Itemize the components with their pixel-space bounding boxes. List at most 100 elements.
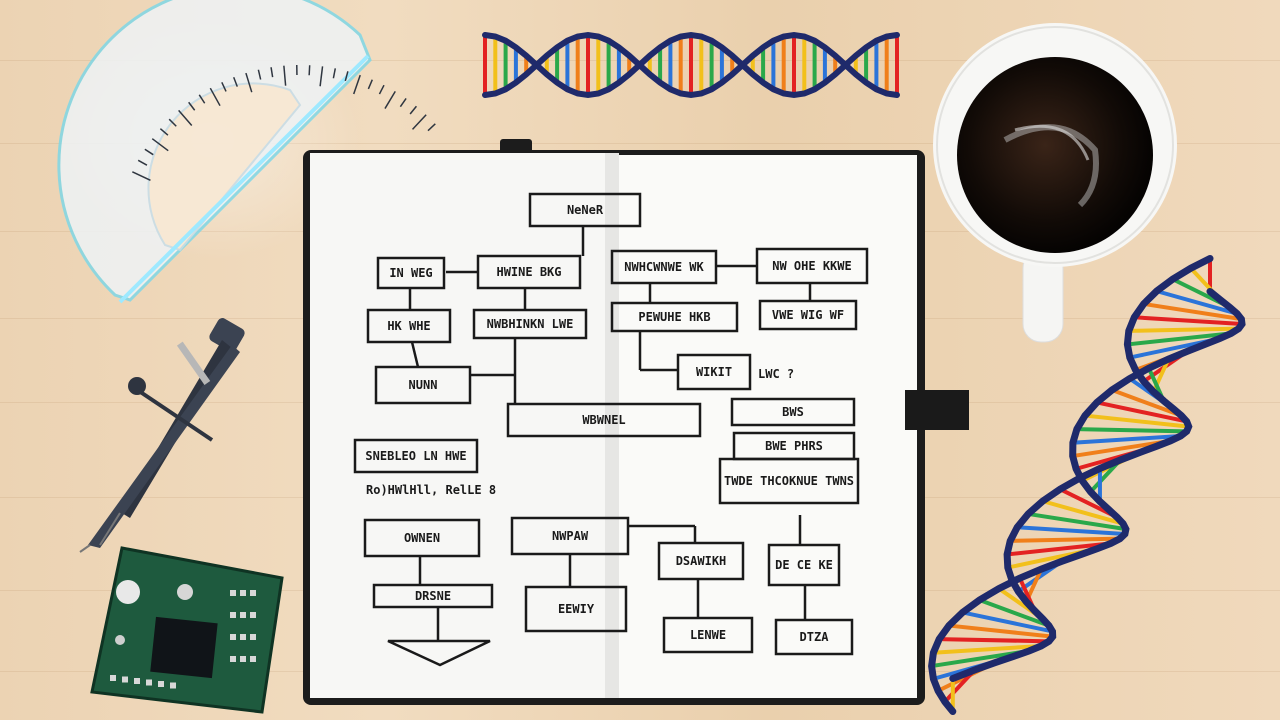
- protractor-tick: [332, 68, 337, 79]
- flowchart-box: PEWUHE HKB: [610, 301, 739, 333]
- base-pair: [1010, 536, 1120, 543]
- flowchart-terminator: [387, 639, 491, 667]
- circuit-board: [90, 546, 284, 714]
- pcb-pad: [250, 656, 256, 662]
- flowchart-label: NW OHE KKWE: [772, 259, 851, 273]
- helix-backbone: [482, 31, 900, 99]
- protractor-tick: [399, 98, 407, 108]
- pcb-pad: [122, 676, 128, 683]
- flowchart-label: DSAWIKH: [676, 554, 727, 568]
- protractor: [57, 0, 436, 304]
- flowchart-label: LENWE: [690, 628, 726, 642]
- flowchart-box: WBWNEL: [506, 402, 702, 438]
- helix-backbone: [949, 255, 1214, 682]
- base-pair: [1084, 413, 1189, 429]
- base-pair: [1006, 541, 1112, 557]
- flowchart-label: NeNeR: [567, 203, 604, 217]
- protractor-tick: [168, 118, 177, 127]
- helix-backbone: [482, 31, 900, 99]
- base-pair: [1042, 499, 1124, 526]
- flowchart-box: TWDE THCOKNUE TWNS: [718, 457, 860, 505]
- base-pair: [962, 610, 1053, 634]
- pcb-pad: [110, 675, 116, 681]
- protractor-tick: [270, 67, 274, 78]
- flowchart-label: IN WEG: [389, 266, 432, 280]
- pcb-pad: [230, 656, 236, 662]
- base-pair: [1017, 525, 1126, 537]
- pcb-pad: [134, 678, 140, 684]
- flowchart-box: OWNEN: [363, 518, 481, 558]
- pcb-pad: [250, 634, 256, 640]
- flowchart-label: EEWIY: [558, 602, 595, 616]
- flowchart-label: PEWUHE HKB: [638, 310, 710, 324]
- protractor-tick: [178, 109, 193, 126]
- flowchart-box: WIKIT: [676, 353, 752, 391]
- flowchart-connector: [410, 341, 420, 368]
- base-pair: [1072, 433, 1181, 445]
- flowchart-label: HWINE BKG: [496, 265, 561, 279]
- flowchart-label: TWDE THCOKNUE TWNS: [724, 474, 854, 488]
- flowchart-label: BWS: [782, 405, 804, 419]
- base-pair: [1128, 326, 1239, 333]
- flowchart-box: SNEBLEO LN HWE: [353, 438, 479, 474]
- protractor-tick: [245, 72, 253, 93]
- protractor-tick: [427, 123, 436, 132]
- protractor-tick: [344, 71, 349, 82]
- flowchart-label: DTZA: [800, 630, 830, 644]
- protractor-tick: [409, 105, 418, 115]
- flowchart-box: LENWE: [662, 616, 754, 654]
- protractor-tick: [188, 101, 196, 111]
- base-pair: [939, 637, 1049, 644]
- protractor-tick: [159, 128, 169, 136]
- pcb-pad: [230, 590, 236, 596]
- flowchart-box: DSAWIKH: [657, 541, 745, 581]
- pcb-pad: [230, 634, 236, 640]
- flowchart-box: DRSNE: [372, 583, 494, 609]
- pcb-pad: [250, 612, 256, 618]
- flowchart-box: NWBHINKN LWE: [472, 308, 588, 340]
- base-pair: [1143, 301, 1242, 322]
- base-pair: [1111, 388, 1183, 418]
- dna-helix-top: [482, 31, 900, 99]
- protractor-tick: [221, 82, 227, 92]
- protractor-tick: [198, 94, 206, 104]
- coffee-cup: [933, 23, 1177, 343]
- protractor-tick: [319, 66, 324, 87]
- pcb-pad: [146, 679, 152, 686]
- pcb-pad: [240, 656, 246, 662]
- pcb-pad: [250, 590, 256, 596]
- flowchart-label: NWPAW: [552, 529, 589, 543]
- protractor-tick: [384, 91, 396, 109]
- pcb-pad: [170, 682, 176, 689]
- pcb-pad: [240, 612, 246, 618]
- pcb-pad: [230, 612, 236, 618]
- pcb-pad: [240, 634, 246, 640]
- flowchart-label: DE CE KE: [775, 558, 833, 572]
- drafting-compass: [79, 318, 245, 553]
- flowchart-box: BWS: [730, 397, 856, 427]
- protractor-tick: [378, 84, 385, 95]
- base-pair: [1076, 427, 1187, 434]
- protractor-tick: [137, 159, 148, 166]
- protractor-tick: [257, 69, 262, 80]
- flowchart-label: NWHCWNWE WK: [624, 260, 704, 274]
- flowchart-box: DTZA: [774, 618, 854, 656]
- pcb-pad: [240, 590, 246, 596]
- flowchart-label: NUNN: [409, 378, 438, 392]
- protractor-tick: [151, 138, 169, 152]
- handwritten-note: LWC ?: [758, 367, 794, 381]
- protractor-tick: [353, 74, 361, 95]
- flowchart-label: DRSNE: [415, 589, 451, 603]
- flowchart-label: VWE WIG WF: [772, 308, 844, 322]
- flowchart-box: EEWIY: [524, 585, 628, 633]
- dna-helix-right: [928, 255, 1246, 715]
- base-pair: [978, 598, 1050, 628]
- base-pair: [1127, 331, 1232, 347]
- protractor-tick: [367, 79, 373, 90]
- base-pair: [1156, 289, 1238, 316]
- protractor-tick: [411, 114, 427, 130]
- flowchart-label: WBWNEL: [582, 413, 625, 427]
- helix-backbone: [928, 288, 1246, 715]
- protractor-tick: [308, 65, 311, 76]
